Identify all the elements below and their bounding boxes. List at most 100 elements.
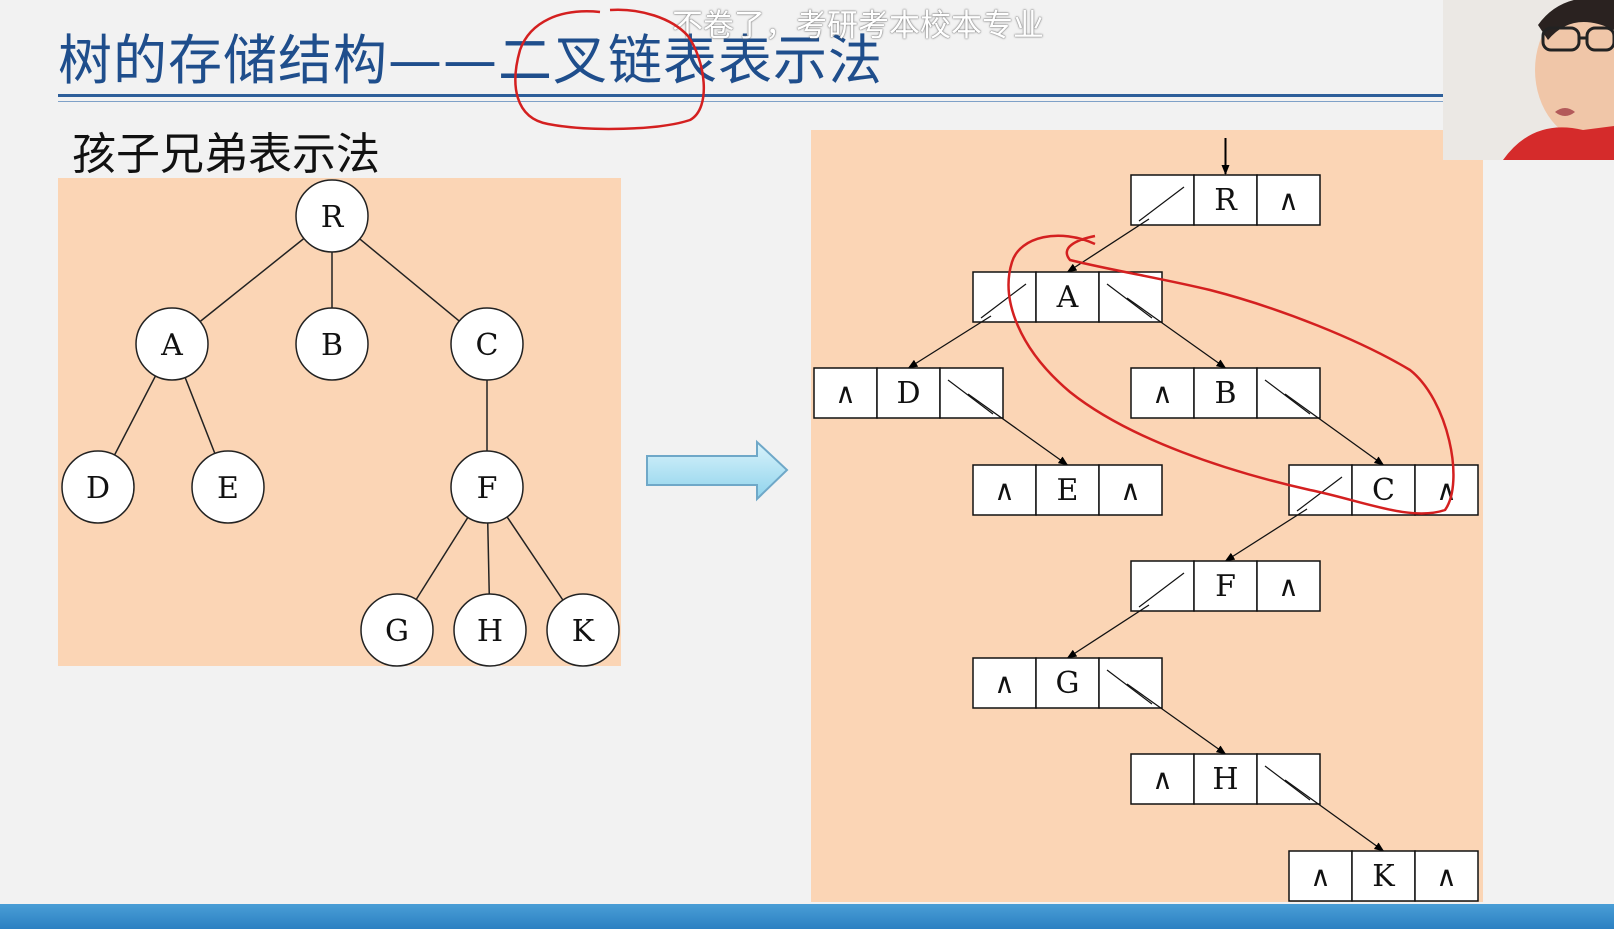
tree-node-label-H: H [477, 614, 503, 649]
pointer-tick [980, 283, 1027, 319]
tree-edge-R-C [359, 238, 460, 322]
null-pointer: ∧ [1436, 860, 1457, 893]
annotation-circle-title [514, 8, 706, 131]
null-pointer: ∧ [994, 667, 1015, 700]
list-cell-data [1351, 464, 1416, 516]
list-cell-data [1193, 174, 1258, 226]
list-cell-data [876, 367, 941, 419]
list-cell-nextsibling [1256, 367, 1321, 419]
list-cell-nextsibling [1256, 174, 1321, 226]
list-node-data: A [1056, 280, 1079, 315]
list-cell-data [1035, 464, 1100, 516]
tree-node-label-C: C [476, 328, 499, 363]
list-node-E: ∧E∧ [972, 464, 1163, 516]
null-pointer: ∧ [994, 474, 1015, 507]
tree-node-C [450, 307, 524, 381]
list-node-A: A [907, 271, 1227, 369]
list-cell-data [1035, 657, 1100, 709]
tree-node-label-D: D [86, 471, 110, 506]
transform-arrow-icon [646, 439, 789, 502]
list-cell-data [1193, 560, 1258, 612]
tree-edge-R-A [199, 237, 305, 323]
presenter-avatar [1443, 0, 1614, 160]
list-cell-firstchild [813, 367, 878, 419]
tree-node-label-B: B [321, 328, 343, 363]
list-node-G: ∧G [972, 657, 1227, 755]
binary-list-diagram: R∧A∧D∧B∧E∧C∧F∧∧G∧H∧K∧ [813, 138, 1479, 902]
annotation-loop-siblings [1007, 234, 1455, 515]
null-pointer: ∧ [1310, 860, 1331, 893]
null-pointer: ∧ [1152, 377, 1173, 410]
list-cell-firstchild [1288, 464, 1353, 516]
list-cell-nextsibling [1098, 464, 1163, 516]
tree-edge-F-H [487, 522, 490, 595]
tree-node-label-K: K [572, 614, 595, 649]
slide-title: 树的存储结构——二叉链表表示法 [58, 29, 883, 92]
tree-edge-F-K [506, 516, 564, 601]
pointer-tick [947, 379, 994, 415]
list-cell-data [1035, 271, 1100, 323]
list-cell-nextsibling [1098, 271, 1163, 323]
pointer-tick [1138, 572, 1185, 608]
nextsibling-arrow-B-C [1284, 393, 1385, 466]
title-rule [58, 94, 1443, 97]
list-node-R: R∧ [1066, 174, 1321, 273]
firstchild-arrow-C-F [1224, 508, 1308, 562]
tree-node-label-F: F [477, 471, 498, 506]
bottom-bar [0, 904, 1614, 929]
list-cell-nextsibling [939, 367, 1004, 419]
tree-node-E [191, 450, 265, 524]
pointer-tick [1106, 283, 1153, 319]
list-node-data: C [1372, 473, 1395, 508]
null-pointer: ∧ [1152, 763, 1173, 796]
list-node-data: F [1215, 569, 1236, 604]
tree-node-H [453, 593, 527, 667]
tree-node-label-G: G [385, 614, 409, 649]
firstchild-arrow-A-D [907, 315, 992, 369]
tree-node-label-E: E [217, 471, 239, 506]
list-node-data: H [1212, 762, 1238, 797]
list-cell-firstchild [1130, 174, 1195, 226]
nextsibling-arrow-D-E [967, 393, 1069, 466]
list-cell-firstchild [1130, 560, 1195, 612]
nextsibling-arrow-H-K [1284, 779, 1385, 852]
nextsibling-arrow-A-B [1126, 297, 1227, 369]
tree-panel [58, 178, 621, 666]
pointer-tick [1138, 186, 1185, 222]
list-node-data: D [896, 376, 920, 411]
firstchild-arrow-F-G [1066, 604, 1150, 659]
pointer-tick [1296, 476, 1343, 512]
list-node-D: ∧D [813, 367, 1069, 466]
list-cell-firstchild [972, 657, 1037, 709]
firstchild-arrow-R-A [1066, 218, 1150, 273]
tree-node-G [360, 593, 434, 667]
list-cell-nextsibling [1256, 560, 1321, 612]
list-cell-nextsibling [1098, 657, 1163, 709]
subtitle: 孩子兄弟表示法 [72, 129, 380, 180]
webcam-overlay [1443, 0, 1614, 160]
nextsibling-arrow-G-H [1126, 683, 1227, 755]
pointer-tick [1264, 379, 1311, 415]
list-node-data: R [1214, 183, 1238, 218]
list-cell-data [1351, 850, 1416, 902]
list-node-F: F∧ [1066, 560, 1321, 659]
list-cell-nextsibling [1256, 753, 1321, 805]
list-cell-nextsibling [1414, 850, 1479, 902]
title-rule-thin [58, 101, 1443, 102]
list-node-C: C∧ [1224, 464, 1479, 562]
null-pointer: ∧ [835, 377, 856, 410]
list-cell-data [1193, 753, 1258, 805]
tree-node-R [295, 179, 369, 253]
tree-edge-A-D [113, 375, 157, 456]
tree-node-K [546, 593, 620, 667]
tree-node-B [295, 307, 369, 381]
list-node-K: ∧K∧ [1288, 850, 1479, 902]
tree-node-A [135, 307, 209, 381]
list-node-H: ∧H [1130, 753, 1385, 852]
list-cell-firstchild [972, 271, 1037, 323]
null-pointer: ∧ [1278, 570, 1299, 603]
null-pointer: ∧ [1120, 474, 1141, 507]
tree-edge-A-E [184, 377, 216, 454]
